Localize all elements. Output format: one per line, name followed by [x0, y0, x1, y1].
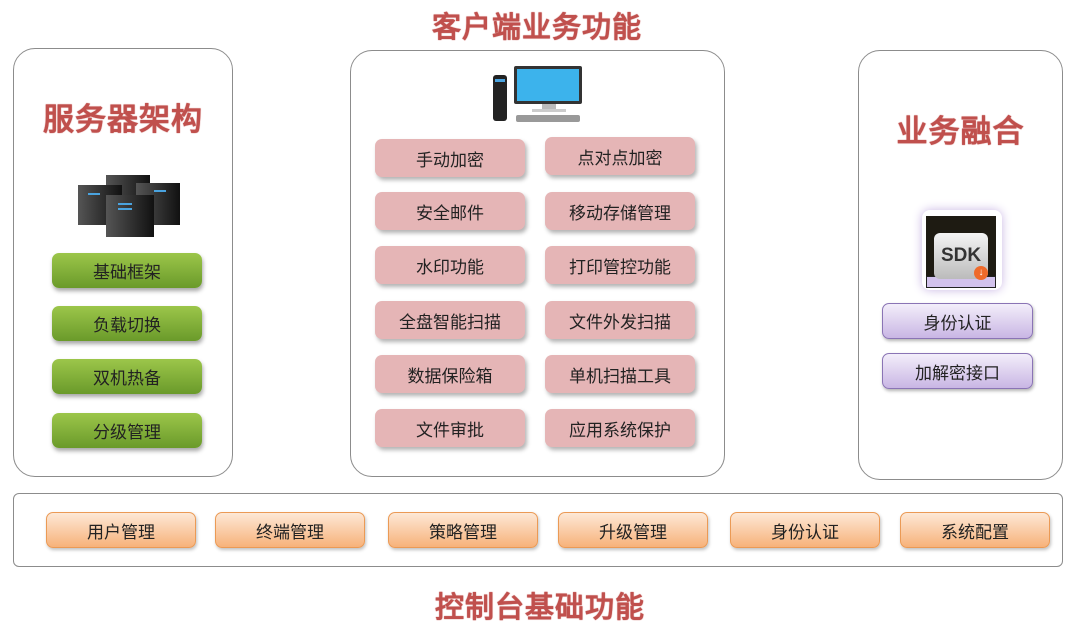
console-item-identity-auth[interactable]: 身份认证	[730, 512, 880, 548]
server-item-hierarchical-mgmt[interactable]: 分级管理	[52, 413, 202, 448]
client-item-print-control[interactable]: 打印管控功能	[545, 246, 695, 284]
client-functions-title: 客户端业务功能	[431, 12, 642, 44]
console-item-terminal-mgmt[interactable]: 终端管理	[215, 512, 365, 548]
client-item-data-vault[interactable]: 数据保险箱	[375, 355, 525, 393]
sdk-icon: SDK ↓	[922, 210, 1002, 290]
server-item-hot-standby[interactable]: 双机热备	[52, 359, 202, 394]
server-cluster-icon	[78, 175, 182, 237]
client-item-p2p-encryption[interactable]: 点对点加密	[545, 137, 695, 175]
client-item-secure-email[interactable]: 安全邮件	[375, 192, 525, 230]
client-item-watermark[interactable]: 水印功能	[375, 246, 525, 284]
client-item-full-disk-scan[interactable]: 全盘智能扫描	[375, 301, 525, 339]
console-item-upgrade-mgmt[interactable]: 升级管理	[558, 512, 708, 548]
server-item-basic-framework[interactable]: 基础框架	[52, 253, 202, 288]
server-item-load-switch[interactable]: 负载切换	[52, 306, 202, 341]
console-item-policy-mgmt[interactable]: 策略管理	[388, 512, 538, 548]
desktop-computer-icon	[492, 65, 584, 123]
console-item-user-mgmt[interactable]: 用户管理	[46, 512, 196, 548]
client-item-file-approval[interactable]: 文件审批	[375, 409, 525, 447]
business-integration-title: 业务融合	[896, 114, 1025, 149]
download-badge-icon: ↓	[974, 266, 988, 280]
client-item-app-protection[interactable]: 应用系统保护	[545, 409, 695, 447]
client-item-manual-encryption[interactable]: 手动加密	[375, 139, 525, 177]
client-item-removable-storage[interactable]: 移动存储管理	[545, 192, 695, 230]
client-item-outbound-file-scan[interactable]: 文件外发扫描	[545, 301, 695, 339]
console-item-system-config[interactable]: 系统配置	[900, 512, 1050, 548]
console-functions-title: 控制台基础功能	[434, 592, 645, 624]
client-item-standalone-scan-tool[interactable]: 单机扫描工具	[545, 355, 695, 393]
server-architecture-title: 服务器架构	[43, 102, 203, 137]
integration-item-identity-auth[interactable]: 身份认证	[882, 303, 1033, 339]
integration-item-crypto-interface[interactable]: 加解密接口	[882, 353, 1033, 389]
